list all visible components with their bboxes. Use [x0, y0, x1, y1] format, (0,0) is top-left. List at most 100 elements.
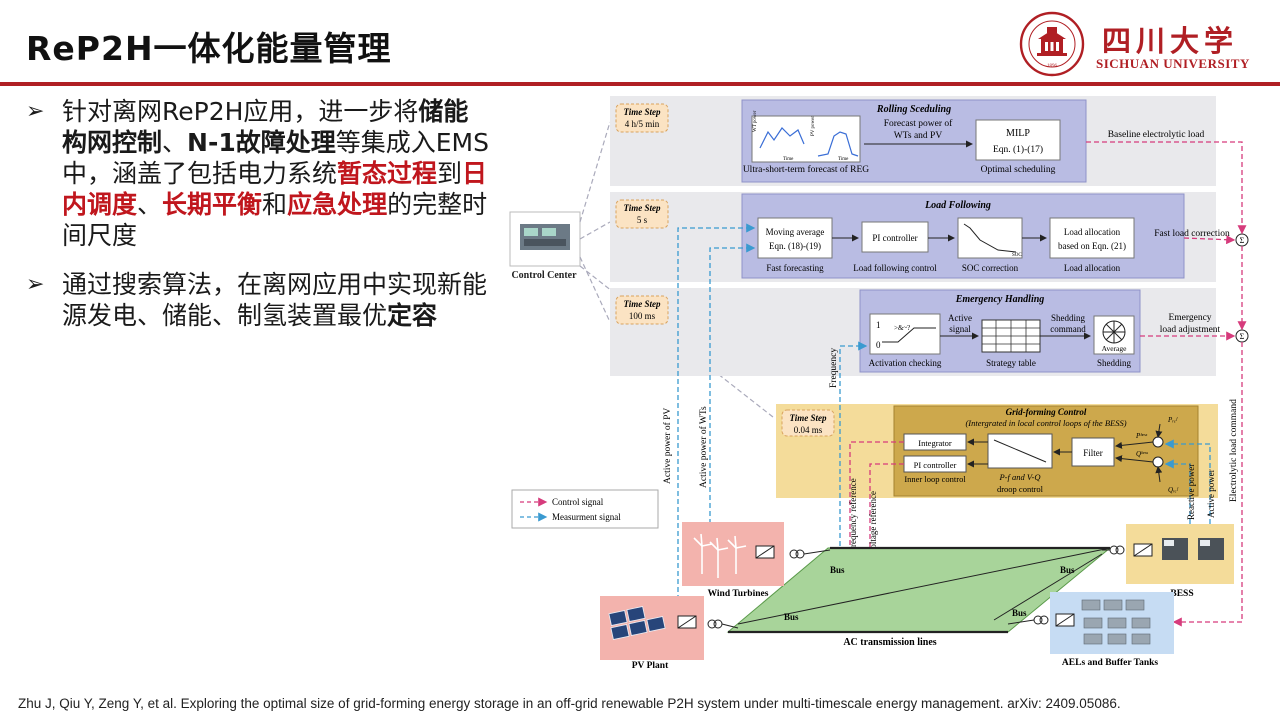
aels-buffer-tanks: AELs and Buffer Tanks	[1007, 592, 1174, 668]
sigma-label: Σ	[1240, 236, 1245, 245]
arrow-bullet-icon: ➢	[26, 272, 45, 297]
fast-load-output: Fast load correction	[1154, 229, 1230, 239]
legend-measurement: Measurment signal	[552, 512, 621, 522]
inner-loop-label: Inner loop control	[904, 474, 966, 484]
wind-label: Wind Turbines	[708, 589, 769, 599]
ts-label: Time Step	[624, 299, 661, 309]
panel-subtitle: (Intergrated in local control loops of t…	[965, 418, 1126, 428]
wt-axis: WT power	[753, 110, 758, 132]
plain-text: 的完整时间尺度	[62, 190, 488, 250]
bus-label: Bus	[1060, 565, 1075, 575]
ac-lines-label: AC transmission lines	[843, 637, 936, 648]
highlight-red-text: 长期平衡	[162, 190, 263, 219]
p-bess: Pᵇᵉˢˢ	[1135, 432, 1147, 440]
active-signal: Active	[948, 313, 972, 323]
ael-label: AELs and Buffer Tanks	[1062, 658, 1158, 668]
bess: BESS	[1102, 524, 1234, 599]
bullet-text: 通过搜索算法，在离网应用中实现新能源发电、储能、制氢装置最优定容	[62, 270, 487, 330]
la-caption: Load allocation	[1064, 263, 1121, 273]
sigma-label: Σ	[1240, 332, 1245, 341]
ts-value: 5 s	[637, 215, 648, 225]
control-center: Control Center	[509, 211, 581, 281]
plain-text: 、	[137, 190, 163, 219]
sigma-nodes: Σ Σ	[1235, 233, 1249, 343]
shed-command: Shedding	[1051, 313, 1086, 323]
control-center-label: Control Center	[511, 270, 577, 281]
st-caption: Strategy table	[986, 358, 1036, 368]
act-cond: >&~?	[894, 324, 910, 332]
panel-title: Load Following	[924, 200, 991, 211]
soc-axis: SOC	[1012, 253, 1022, 258]
volt-ref-label: Voltage reference	[868, 491, 878, 554]
pi-label: PI controller	[914, 460, 957, 470]
legend-control: Control signal	[552, 497, 604, 507]
power-network: Bus Bus Bus Bus AC transmission lines	[726, 546, 1112, 648]
pi-label: PI controller	[872, 233, 917, 243]
wind-turbines: Wind Turbines	[682, 522, 831, 599]
energy-management-diagram: Control Center Time Step 4 h/5 min Rolli…	[509, 96, 1249, 671]
reactive-power-label: Reactive power	[1186, 464, 1196, 520]
ma-caption: Fast forecasting	[766, 263, 824, 273]
ts-label: Time Step	[624, 107, 661, 117]
milp-title: MILP	[1006, 128, 1030, 139]
act-zero: 0	[876, 340, 881, 350]
panel-title: Grid-forming Control	[1006, 407, 1087, 417]
active-power-label: Active power	[1206, 469, 1216, 518]
ma-text: Eqn. (18)-(19)	[769, 241, 821, 251]
highlight-bold-text: 储能构网控制	[62, 97, 469, 157]
ma-text: Moving average	[766, 227, 825, 237]
highlight-red-text: 日内调度	[62, 159, 488, 219]
title-divider	[0, 82, 1280, 86]
active-signal: signal	[949, 324, 971, 334]
droop-text: droop control	[997, 484, 1044, 494]
plain-text: 等集成入EMS中，涵盖了包括电力系统	[62, 128, 489, 188]
plain-text: 针对离网ReP2H应用，进一步将	[62, 97, 419, 126]
forecast-text: WTs and PV	[894, 131, 943, 141]
pv-label: PV Plant	[632, 661, 669, 671]
highlight-red-text: 应急处理	[287, 190, 388, 219]
emergency-output: load adjustment	[1160, 325, 1221, 335]
ts-label: Time Step	[790, 413, 827, 423]
panel-title: Emergency Handling	[955, 294, 1045, 305]
seal-year: 1896	[1047, 64, 1058, 69]
integrator-label: Integrator	[918, 438, 952, 448]
shed-command: command	[1050, 324, 1086, 334]
grid-forming-row: Time Step 0.04 ms Grid-forming Control (…	[776, 404, 1218, 498]
plain-text: 通过搜索算法，在离网应用中实现新能源发电、储能、制氢装置最优	[62, 270, 488, 330]
panel-title: Rolling Sceduling	[876, 104, 951, 115]
forecast-text: Forecast power of	[884, 118, 953, 129]
q-bess: Qᵇᵉˢˢ	[1136, 450, 1148, 458]
act-one: 1	[876, 320, 881, 330]
citation: Zhu J, Qiu Y, Zeng Y, et al. Exploring t…	[18, 696, 1121, 711]
la-text: based on Eqn. (21)	[1058, 241, 1126, 251]
time-axis: Time	[783, 157, 794, 162]
bus-label: Bus	[830, 565, 845, 575]
arrow-bullet-icon: ➢	[26, 99, 45, 124]
ts-label: Time Step	[624, 203, 661, 213]
emergency-output: Emergency	[1168, 313, 1211, 323]
page-title: ReP2H一体化能量管理	[26, 29, 392, 68]
pv-axis: PV power	[811, 116, 816, 136]
act-caption: Activation checking	[869, 358, 942, 368]
ts-value: 100 ms	[629, 311, 656, 321]
milp-eqn: Eqn. (1)-(17)	[993, 144, 1043, 155]
pi-caption: Load following control	[853, 263, 937, 273]
bullet-item-sizing: ➢ 通过搜索算法，在离网应用中实现新能源发电、储能、制氢装置最优定容	[22, 269, 492, 331]
highlight-bold-text: 定容	[387, 301, 438, 330]
rolling-scheduling-row: Time Step 4 h/5 min Rolling Sceduling WT…	[610, 96, 1216, 186]
droop-text: P-f and V-Q	[998, 472, 1040, 482]
p-ref: Pᵣₑᶠ	[1167, 416, 1179, 424]
highlight-red-text: 暂态过程	[337, 159, 438, 188]
legend: Control signal Measurment signal	[511, 489, 659, 529]
measurement-signal-lines	[677, 223, 1211, 600]
baseline-output: Baseline electrolytic load	[1108, 130, 1205, 140]
milp-caption: Optimal scheduling	[981, 165, 1056, 175]
freq-ref-label: Frequency reference	[848, 478, 858, 552]
plain-text: 和	[262, 190, 288, 219]
active-pv-label: Active power of PV	[662, 408, 673, 484]
bullet-text: 针对离网ReP2H应用，进一步将储能构网控制、N-1故障处理等集成入EMS中，涵…	[62, 97, 489, 250]
active-wt-label: Active power of WTs	[698, 406, 709, 488]
soc-caption: SOC correction	[962, 263, 1019, 273]
control-signal-lines	[849, 141, 1247, 627]
ts-value: 4 h/5 min	[625, 119, 660, 129]
